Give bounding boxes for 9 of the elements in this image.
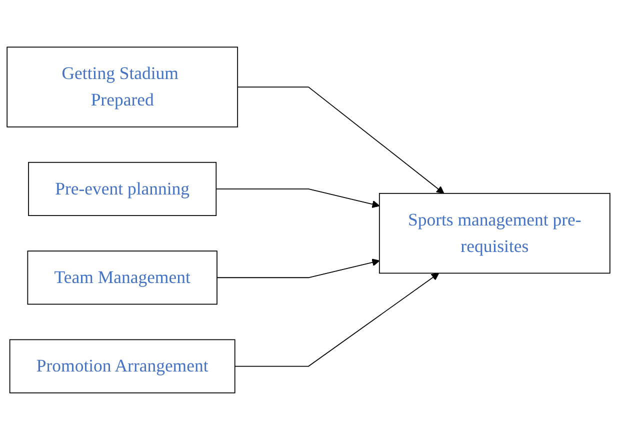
node-box: Promotion Arrangement	[9, 339, 236, 394]
arrow	[216, 188, 380, 208]
node-box: Team Management	[27, 250, 218, 305]
node-box: Pre-event planning	[28, 162, 217, 216]
arrow	[237, 86, 444, 194]
arrow	[216, 258, 380, 278]
node-box: Getting Stadium Prepared	[6, 46, 238, 128]
arrow	[234, 272, 440, 367]
node-box: Sports management pre-requisites	[378, 192, 610, 274]
